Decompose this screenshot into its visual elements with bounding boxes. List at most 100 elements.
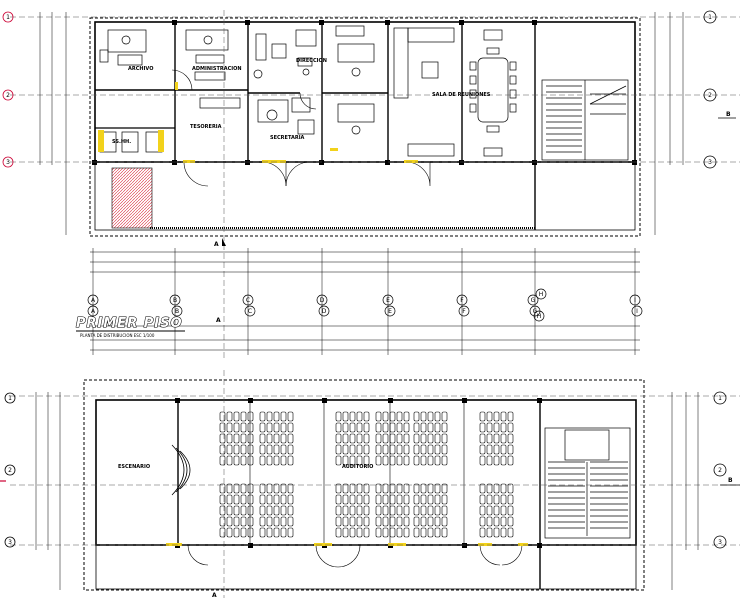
auditorium-seat (287, 505, 294, 516)
auditorium-seat (259, 455, 266, 466)
svg-text:H: H (537, 313, 542, 320)
auditorium-seat (403, 411, 410, 422)
auditorium-seat (403, 433, 410, 444)
auditorium-seat (356, 433, 363, 444)
svg-text:I: I (636, 308, 638, 315)
auditorium-seat (479, 411, 486, 422)
auditorium-seat (349, 411, 356, 422)
axis-bubbles-right-floor-1: 1 2 3 B (703, 10, 736, 169)
auditorium-seat (389, 433, 396, 444)
auditorium-seat (403, 455, 410, 466)
auditorium-seat (507, 505, 514, 516)
auditorium-seat (479, 455, 486, 466)
svg-text:B: B (726, 111, 731, 118)
auditorium-seat (287, 411, 294, 422)
svg-text:D: D (322, 308, 327, 315)
room-label-secretaria: SECRETARIA (270, 135, 305, 141)
auditorium-seat (413, 516, 420, 527)
room-label-archivo: ARCHIVO (128, 66, 153, 72)
auditorium-seat (389, 516, 396, 527)
auditorium-seat (403, 444, 410, 455)
auditorium-seat (413, 455, 420, 466)
room-label-sala-reuniones: SALA DE REUNIONES (432, 92, 491, 98)
auditorium-seat (247, 455, 254, 466)
auditorium-seat (493, 483, 500, 494)
auditorium-seat (389, 494, 396, 505)
auditorium-seat (389, 444, 396, 455)
room-label-direccion: DIRECCION (296, 58, 327, 64)
auditorium-seat (396, 422, 403, 433)
auditorium-seat (356, 516, 363, 527)
auditorium-seat (500, 516, 507, 527)
auditorium-seat (219, 455, 226, 466)
auditorium-seat (247, 516, 254, 527)
auditorium-seat (349, 444, 356, 455)
auditorium-seat (233, 444, 240, 455)
auditorium-seat (259, 433, 266, 444)
auditorium-seat (273, 455, 280, 466)
auditorium-seat (486, 505, 493, 516)
auditorium-seat (226, 483, 233, 494)
door-accents-floor-2 (166, 543, 528, 546)
auditorium-seat (266, 494, 273, 505)
auditorium-seat (219, 494, 226, 505)
auditorium-seat (479, 483, 486, 494)
auditorium-seat (396, 505, 403, 516)
svg-text:2: 2 (8, 467, 12, 474)
auditorium-seat (413, 444, 420, 455)
auditorium-seat (280, 411, 287, 422)
auditorium-seat (259, 411, 266, 422)
auditorium-seat (259, 516, 266, 527)
auditorium-seat (507, 433, 514, 444)
auditorium-seat (493, 527, 500, 538)
room-label-ss-hh: SS.HH. (112, 139, 131, 145)
auditorium-seat (240, 505, 247, 516)
svg-text:A: A (91, 297, 96, 304)
auditorium-seat (342, 494, 349, 505)
auditorium-seat (486, 433, 493, 444)
auditorium-seat (396, 455, 403, 466)
auditorium-seat (427, 505, 434, 516)
auditorium-seat (375, 411, 382, 422)
secretaria-furniture (257, 97, 315, 135)
auditorium-seat (226, 455, 233, 466)
auditorium-seat (266, 527, 273, 538)
auditorium-seat (396, 527, 403, 538)
auditorium-seat (493, 505, 500, 516)
auditorium-seat (233, 516, 240, 527)
axes-floor-1 (10, 10, 740, 360)
auditorium-seat (507, 516, 514, 527)
auditorium-seat (382, 494, 389, 505)
auditorium-seat (335, 444, 342, 455)
auditorium-seat (240, 516, 247, 527)
auditorium-seat (287, 455, 294, 466)
svg-text:3: 3 (718, 539, 722, 546)
auditorium-seat (382, 527, 389, 538)
auditorium-seat (375, 455, 382, 466)
auditorium-seat (219, 527, 226, 538)
auditorium-seat (335, 422, 342, 433)
auditorium-seat (403, 505, 410, 516)
auditorium-seat (363, 422, 370, 433)
auditorium-seat (273, 483, 280, 494)
auditorium-seat (233, 505, 240, 516)
entry-ramp (111, 167, 153, 229)
section-cut-a-floor-2: A (212, 592, 217, 598)
axis-bubbles-right-floor-2: 1 2 3 B (713, 391, 740, 549)
auditorium-seat (363, 527, 370, 538)
auditorium-seat (375, 505, 382, 516)
auditorium-seat (240, 455, 247, 466)
auditorium-seat (266, 422, 273, 433)
auditorium-seat (389, 483, 396, 494)
auditorium-seat (486, 516, 493, 527)
svg-text:2: 2 (718, 467, 722, 474)
auditorium-seat (342, 483, 349, 494)
svg-text:E: E (388, 308, 392, 315)
svg-text:3: 3 (8, 539, 12, 546)
auditorium-seat (427, 444, 434, 455)
auditorium-seat (382, 455, 389, 466)
auditorium-seat (219, 505, 226, 516)
auditorium-seat (226, 505, 233, 516)
auditorium-seat (259, 444, 266, 455)
auditorium-seat (233, 422, 240, 433)
